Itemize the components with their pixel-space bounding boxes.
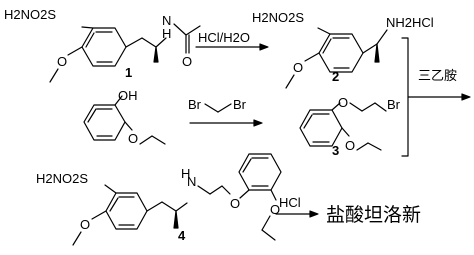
sulfonamide-label: H2NO2S (252, 10, 304, 25)
amide-n: N (162, 13, 171, 28)
bromide-label: Br (387, 97, 401, 112)
compound-number-4: 4 (178, 228, 186, 243)
benzene-ring (83, 104, 126, 141)
reagent-hcl: HCl (279, 195, 301, 210)
benzene-ring (299, 109, 343, 147)
hydroxyl-label: OH (118, 88, 138, 103)
reagent-br-right: Br (233, 97, 247, 112)
methoxy-o: O (57, 54, 67, 69)
step-2: Br Br (188, 97, 263, 127)
wedge-bond (153, 46, 159, 63)
step-1: HCl/H2O (195, 30, 269, 51)
benzene-ring (318, 33, 364, 73)
ethoxy-o: O (345, 138, 355, 153)
ether-o: O (338, 95, 348, 110)
benzene-ring (81, 27, 127, 67)
benzene-ring (105, 192, 148, 230)
methoxy-o: O (80, 217, 90, 232)
amine-n: N (187, 174, 196, 189)
reagent-triethylamine: 三乙胺 (418, 69, 457, 84)
compound-1: H2NO2S O N H O 1 (4, 7, 201, 83)
methoxy-o: O (293, 60, 303, 75)
final-product-name: 盐酸坦洛新 (326, 204, 421, 226)
compound-number-3: 3 (332, 143, 339, 158)
ether-o: O (230, 196, 240, 211)
wedge-bond (374, 43, 380, 63)
compound-number-2: 2 (332, 69, 339, 84)
step-3: 三乙胺 (401, 37, 471, 157)
reagent-hcl-h2o: HCl/H2O (198, 30, 250, 45)
ethoxy-o: O (270, 202, 280, 217)
wedge-bond (173, 210, 179, 229)
bracket (401, 37, 409, 157)
step-4: HCl (275, 195, 319, 218)
sulfonamide-label: H2NO2S (36, 171, 88, 186)
amide-o: O (182, 54, 192, 69)
amide-h: H (162, 26, 171, 41)
2-ethoxyphenol: OH O (83, 88, 166, 146)
ethoxy-o: O (128, 131, 138, 146)
amine-h: H (181, 166, 190, 181)
benzene-ring (238, 153, 282, 191)
sulfonamide-label: H2NO2S (4, 7, 56, 22)
compound-2: H2NO2S O NH2HCl 2 (252, 10, 434, 89)
compound-number-1: 1 (125, 65, 132, 80)
compound-3: O Br O 3 (299, 95, 401, 158)
amine-hcl-salt: NH2HCl (386, 15, 434, 30)
reagent-br-left: Br (188, 97, 202, 112)
compound-4: H2NO2S O N H O O 4 (36, 153, 282, 246)
